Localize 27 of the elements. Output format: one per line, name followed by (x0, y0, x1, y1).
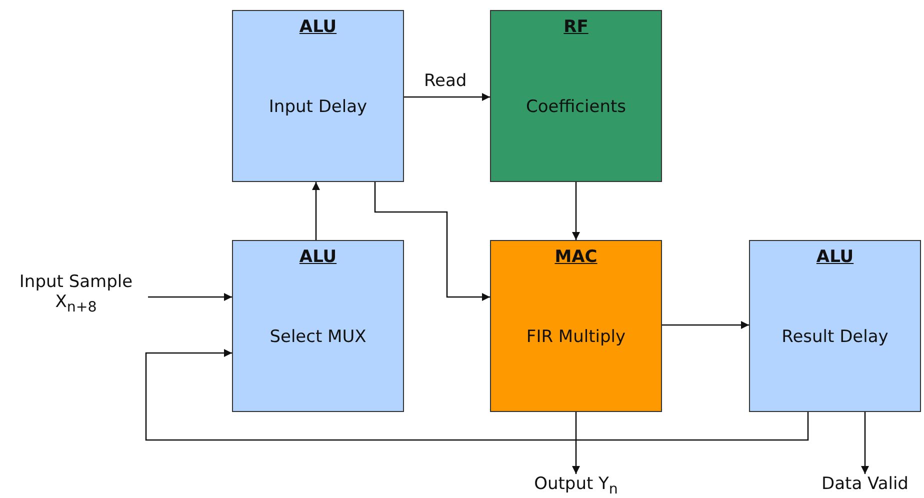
process-block (232, 10, 404, 182)
unit-label: MAC (554, 247, 598, 267)
arrow (572, 412, 580, 474)
process-block (749, 240, 921, 412)
arrow (148, 293, 232, 301)
signal-label: Output Y$_{n}$ (516, 474, 636, 498)
signal-label: Input Sample X$_{n+8}$ (4, 272, 148, 318)
block-title: Coefficients (526, 97, 626, 117)
arrow (404, 93, 490, 101)
unit-label: RF (564, 17, 588, 37)
block-title: Input Delay (268, 97, 368, 117)
arrow (572, 182, 580, 240)
arrow (662, 321, 749, 329)
unit-label: ALU (816, 247, 854, 267)
block-title: Select MUX (270, 327, 366, 347)
arrow (145, 349, 809, 441)
unit-label: ALU (299, 247, 337, 267)
block-title: FIR Multiply (526, 327, 626, 347)
block-title: Result Delay (782, 327, 888, 347)
process-block (232, 240, 404, 412)
arrow (861, 412, 869, 474)
process-block (490, 240, 662, 412)
signal-label: Data Valid (808, 474, 922, 494)
process-block (490, 10, 662, 182)
arrow (312, 182, 320, 240)
unit-label: ALU (299, 17, 337, 37)
arrow (374, 182, 490, 301)
